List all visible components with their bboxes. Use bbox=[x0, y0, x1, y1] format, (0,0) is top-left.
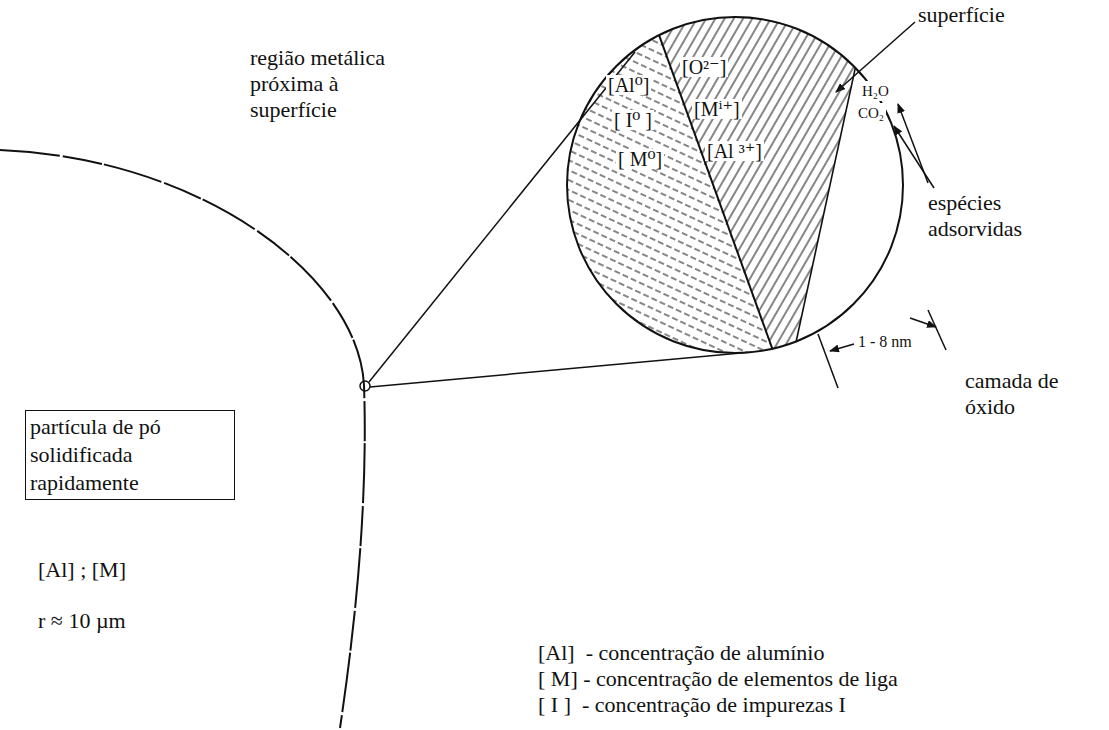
box-text: partícula de pó solidificada rapidamente bbox=[30, 413, 230, 497]
dimension-tick bbox=[818, 334, 838, 388]
species-label: [Mⁱ⁺] bbox=[692, 99, 742, 119]
dimension-arrow bbox=[830, 344, 854, 351]
particle-outline bbox=[0, 150, 365, 728]
key-line: [ I ] - concentração de impurezas I bbox=[538, 692, 846, 718]
oxide-label: camada de óxido bbox=[965, 368, 1080, 420]
composition-label: [Al] ; [M] bbox=[38, 557, 126, 583]
key-line: [ M] - concentração de elementos de liga bbox=[538, 666, 898, 692]
species-label: [Al ³⁺] bbox=[705, 141, 764, 161]
species-label: [ M⁰] bbox=[616, 149, 664, 169]
key-line: [Al] - concentração de alumínio bbox=[538, 640, 824, 666]
adsorbed-label: espécies adsorvidas bbox=[928, 190, 1078, 242]
particle-box: partícula de pó solidificada rapidamente bbox=[25, 410, 235, 500]
zoom-line bbox=[370, 352, 752, 387]
dimension-arrow bbox=[910, 318, 936, 327]
species-label: [O²⁻] bbox=[680, 57, 728, 77]
radius-label: r ≈ 10 µm bbox=[38, 608, 126, 634]
adsorbed-species: CO₂ bbox=[856, 103, 886, 123]
species-label: [ I⁰ ] bbox=[612, 110, 654, 130]
dimension-label: 1 - 8 nm bbox=[858, 332, 912, 352]
surface-label: superfície bbox=[918, 2, 1005, 28]
zoom-spot bbox=[360, 381, 370, 391]
adsorbed-species: H₂O bbox=[860, 81, 891, 101]
magnified-circle: [Al⁰] [ I⁰ ] [ M⁰] [O²⁻] [Mⁱ⁺] [Al ³⁺] H₂OCO₂ bbox=[565, 15, 905, 355]
dimension-tick bbox=[928, 310, 946, 350]
region-label: região metálica próxima à superfície bbox=[250, 45, 425, 123]
species-label: [Al⁰] bbox=[606, 75, 651, 95]
circle-outline bbox=[565, 15, 905, 355]
